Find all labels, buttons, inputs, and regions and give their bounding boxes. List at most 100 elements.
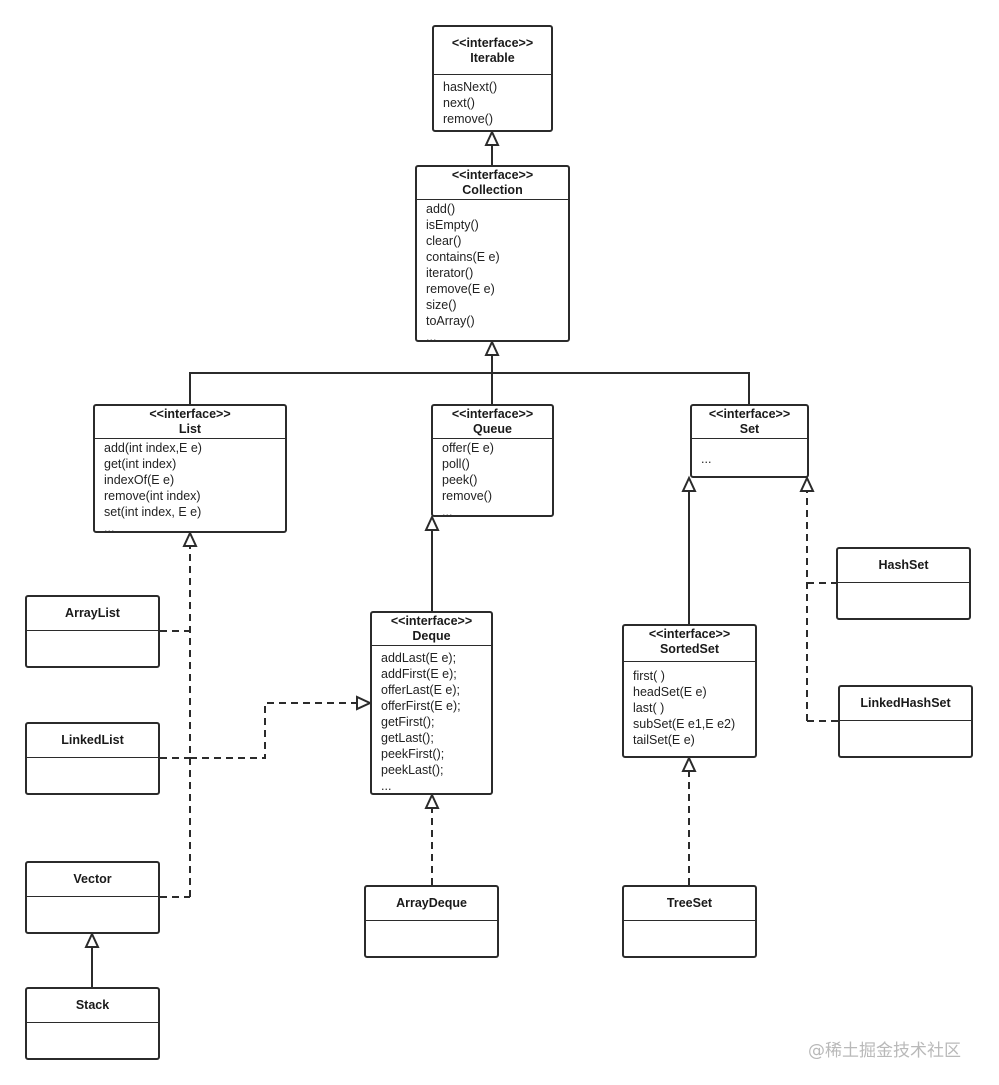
class-name: SortedSet	[659, 642, 720, 656]
class-members	[27, 631, 158, 635]
member-method: subSet(E e1,E e2)	[633, 717, 736, 731]
class-members: add()isEmpty()clear()contains(E e)iterat…	[417, 200, 568, 340]
class-name: ArrayList	[65, 606, 120, 620]
stereotype-label: <<interface>>	[390, 614, 473, 628]
watermark: @稀土掘金技术社区	[808, 1041, 961, 1061]
member-method: peekFirst();	[381, 747, 445, 761]
stereotype-label: <<interface>>	[451, 168, 534, 182]
member-method: ...	[442, 505, 453, 517]
class-box-arraylist: ArrayList	[25, 595, 160, 668]
class-box-set: <<interface>>Set...	[690, 404, 809, 478]
stereotype-label: <<interface>>	[451, 407, 534, 421]
member-method: isEmpty()	[426, 218, 479, 232]
class-header: ArrayList	[27, 597, 158, 631]
member-method: remove(E e)	[426, 282, 495, 296]
member-method: getFirst();	[381, 715, 435, 729]
class-box-stack: Stack	[25, 987, 160, 1060]
member-method: remove()	[442, 489, 493, 503]
class-box-linkedlist: LinkedList	[25, 722, 160, 795]
class-header: <<interface>>List	[95, 406, 285, 439]
class-members: add(int index,E e) get(int index) indexOf(…	[95, 439, 285, 533]
member-method: poll()	[442, 457, 470, 471]
realization-arrowhead	[681, 755, 697, 772]
class-header: <<interface>>Iterable	[434, 27, 551, 75]
class-box-deque: <<interface>>Deque addLast(E e); addFirst(…	[370, 611, 493, 795]
class-members: offer(E e)poll()peek()remove()...	[433, 439, 552, 517]
inheritance-arrowhead	[424, 514, 440, 531]
member-method: peekLast();	[381, 763, 444, 777]
class-box-hashset: HashSet	[836, 547, 971, 620]
realization-arrowhead	[424, 792, 440, 809]
class-members: hasNext() next() remove()	[434, 75, 551, 129]
member-method: tailSet(E e)	[633, 733, 695, 747]
member-method: offerFirst(E e);	[381, 699, 461, 713]
stereotype-label: <<interface>>	[648, 627, 731, 641]
class-members	[27, 758, 158, 762]
realization-arrowhead	[799, 475, 815, 492]
class-members: first( ) headSet(E e) last( ) subSet(E e1,E…	[624, 662, 755, 750]
member-method: indexOf(E e)	[104, 473, 175, 487]
class-name: Vector	[73, 872, 112, 886]
inheritance-arrowhead	[484, 339, 500, 356]
class-name: ArrayDeque	[396, 896, 467, 910]
member-method: get(int index)	[104, 457, 177, 471]
member-method: remove()	[443, 112, 494, 126]
member-method: ...	[701, 452, 712, 466]
member-method: first( )	[633, 669, 665, 683]
member-method: add(int index,E e)	[104, 441, 202, 455]
class-name: LinkedHashSet	[860, 696, 951, 710]
member-method: headSet(E e)	[633, 685, 707, 699]
class-members: ...	[692, 439, 807, 469]
class-members	[840, 721, 971, 725]
class-header: Vector	[27, 863, 158, 897]
class-header: <<interface>>Set	[692, 406, 807, 439]
member-method: peek()	[442, 473, 478, 487]
member-method: ...	[381, 779, 392, 793]
class-header: HashSet	[838, 549, 969, 583]
stereotype-label: <<interface>>	[451, 36, 534, 50]
member-method: add()	[426, 202, 456, 216]
inheritance-arrowhead	[84, 931, 100, 948]
class-header: <<interface>>SortedSet	[624, 626, 755, 662]
class-box-arraydeque: ArrayDeque	[364, 885, 499, 958]
member-method: next()	[443, 96, 475, 110]
member-method: addLast(E e);	[381, 651, 457, 665]
class-members	[27, 1023, 158, 1027]
class-name: HashSet	[878, 558, 929, 572]
class-name: Iterable	[470, 51, 515, 65]
member-method: contains(E e)	[426, 250, 500, 264]
class-members	[366, 921, 497, 925]
class-name: LinkedList	[61, 733, 124, 747]
class-header: Stack	[27, 989, 158, 1023]
member-method: addFirst(E e);	[381, 667, 457, 681]
member-method: set(int index, E e)	[104, 505, 202, 519]
member-method: ...	[104, 521, 115, 533]
realization-arrowhead	[356, 695, 373, 711]
class-header: <<interface>>Deque	[372, 613, 491, 646]
class-name: Collection	[462, 183, 523, 197]
member-method: offerLast(E e);	[381, 683, 460, 697]
class-box-iterable: <<interface>>Iterable hasNext() next() remo…	[432, 25, 553, 132]
class-name: Deque	[412, 629, 451, 643]
member-method: hasNext()	[443, 80, 498, 94]
class-members: addLast(E e); addFirst(E e); offerLast(E e…	[372, 646, 491, 793]
class-header: <<interface>>Queue	[433, 406, 552, 439]
member-method: clear()	[426, 234, 462, 248]
class-box-list: <<interface>>List add(int index,E e) get(i…	[93, 404, 287, 533]
class-box-vector: Vector	[25, 861, 160, 934]
inheritance-arrowhead	[484, 129, 500, 146]
class-name: Set	[739, 422, 760, 436]
member-method: last( )	[633, 701, 665, 715]
class-members	[624, 921, 755, 925]
class-header: LinkedHashSet	[840, 687, 971, 721]
class-header: ArrayDeque	[366, 887, 497, 921]
class-header: TreeSet	[624, 887, 755, 921]
realization-arrowhead	[182, 530, 198, 547]
inheritance-edge-list-set-bus	[189, 372, 750, 404]
class-name: Queue	[473, 422, 512, 436]
class-header: <<interface>>Collection	[417, 167, 568, 200]
member-method: size()	[426, 298, 457, 312]
member-method: getLast();	[381, 731, 434, 745]
